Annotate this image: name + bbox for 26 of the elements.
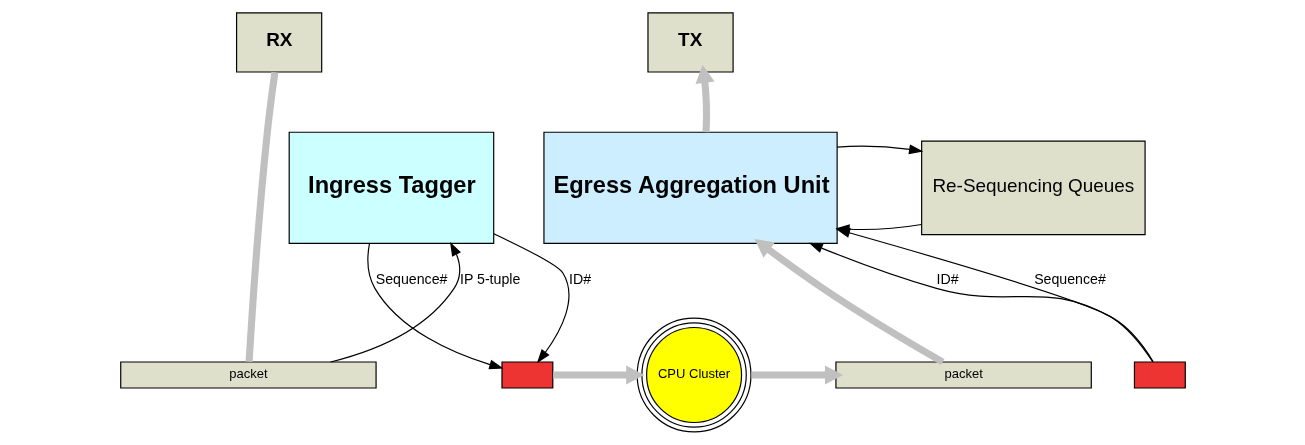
edge-label: Sequence# (1033, 271, 1106, 288)
edge-label: ID# (936, 271, 959, 288)
arrow (750, 365, 843, 385)
edge-label: ID# (568, 271, 591, 288)
edge-label: IP 5-tuple (459, 271, 520, 288)
node-box: Egress Aggregation Unit (542, 131, 838, 244)
arrow (329, 241, 461, 363)
arrow (754, 239, 944, 366)
node-box (500, 361, 553, 389)
arrow (836, 144, 923, 155)
node-box: RX (235, 12, 322, 73)
arrow (834, 223, 922, 235)
node-box: packet (119, 361, 377, 389)
edge-label: Sequence# (375, 271, 447, 288)
arrow (366, 242, 503, 370)
node-box: TX (646, 12, 734, 73)
node-box: Ingress Tagger (288, 131, 494, 244)
arrow (695, 64, 715, 133)
node-circle: CPU Cluster (636, 317, 752, 433)
arrow (808, 242, 1154, 363)
connector (245, 71, 278, 362)
arrow (552, 365, 644, 385)
node-box (1133, 361, 1186, 389)
node-box: packet (834, 361, 1092, 389)
node-box: Re-Sequencing Queues (920, 140, 1146, 236)
arrow (492, 233, 569, 364)
